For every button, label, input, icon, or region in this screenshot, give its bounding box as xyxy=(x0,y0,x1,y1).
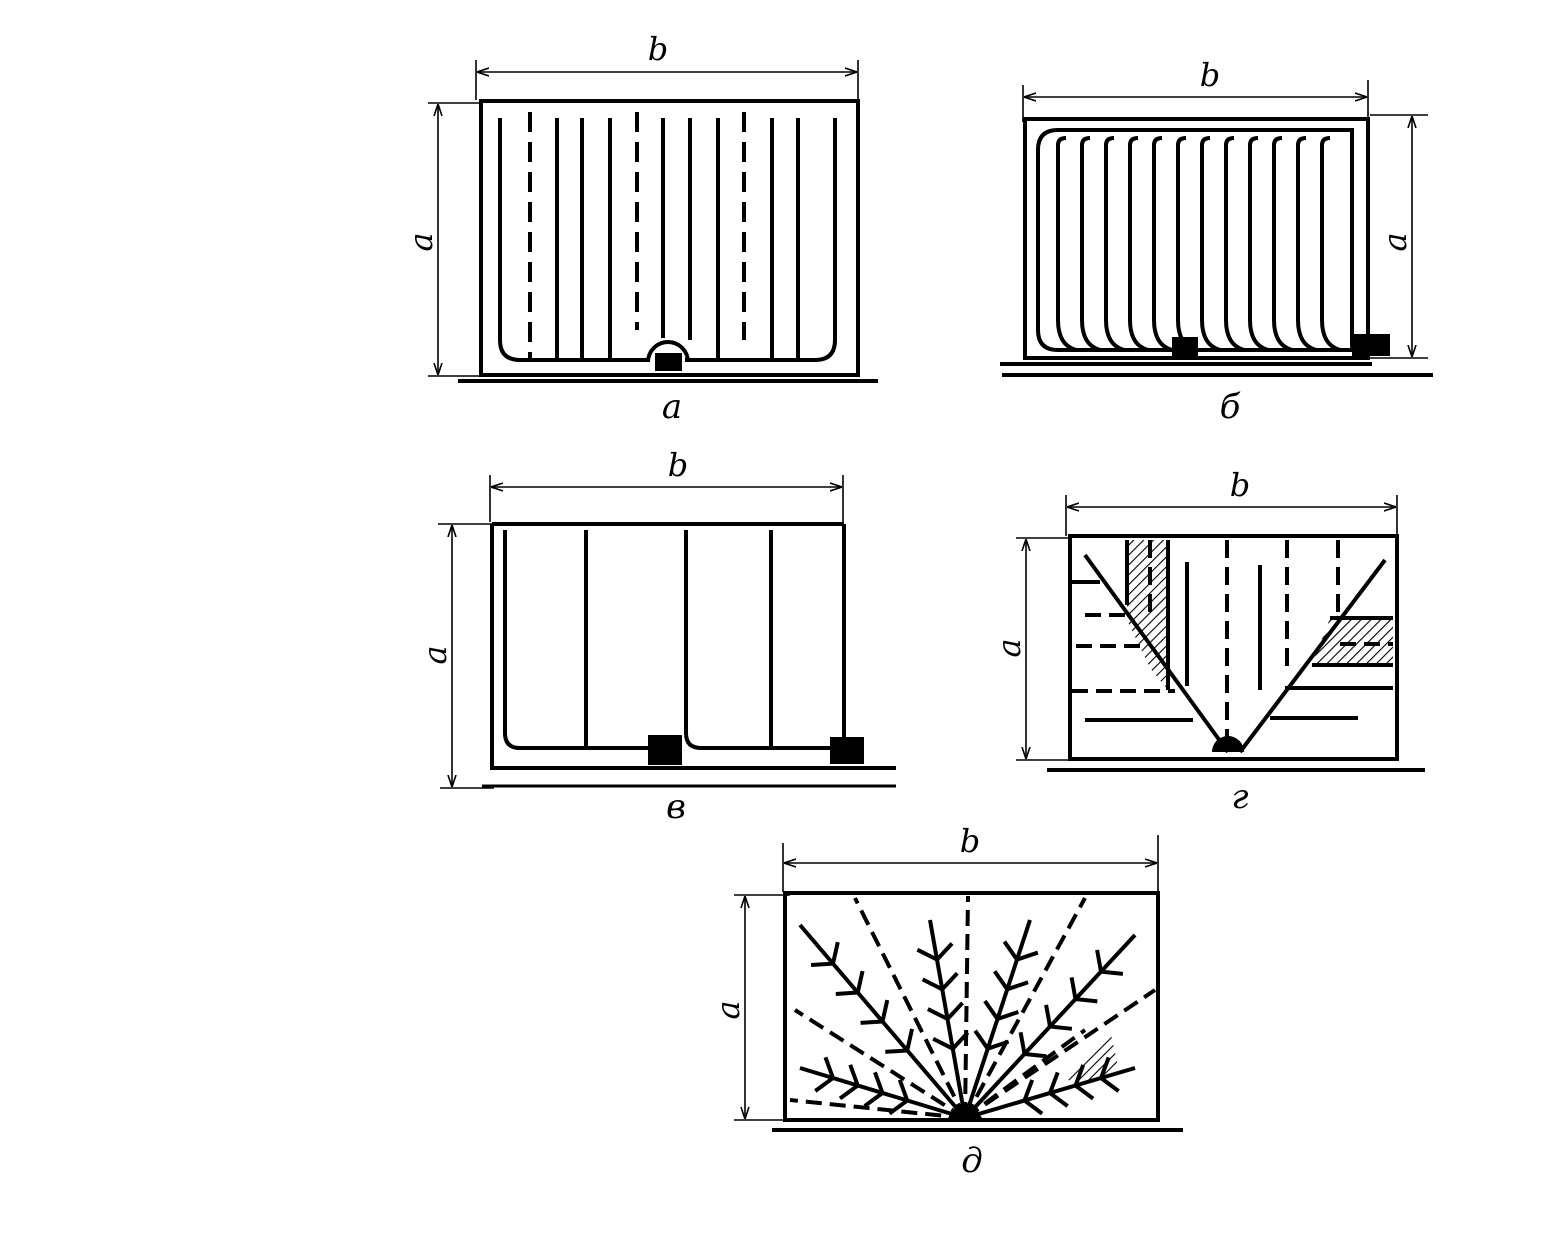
panel-a: b a xyxy=(402,30,878,427)
dimension-height-v xyxy=(438,523,494,789)
height-label-g: a xyxy=(990,638,1028,657)
dimension-width-a xyxy=(475,60,859,100)
width-label-a: b xyxy=(648,30,668,68)
dimension-height-g xyxy=(1016,537,1070,761)
width-label-g: b xyxy=(1230,466,1250,504)
dimension-height-b xyxy=(1370,114,1428,359)
panel-d: b a д xyxy=(709,822,1183,1181)
panel-b: b a б xyxy=(1000,56,1433,427)
height-label-a: a xyxy=(402,232,440,251)
box-v xyxy=(482,522,896,788)
width-label-v: b xyxy=(668,446,688,484)
dimension-width-b xyxy=(1022,80,1369,122)
width-label-d: b xyxy=(960,822,980,860)
height-label-v: a xyxy=(416,645,454,664)
box-b xyxy=(1000,117,1433,377)
dimension-height-a xyxy=(428,102,480,377)
panel-caption-b: б xyxy=(1220,387,1241,427)
box-d xyxy=(772,891,1183,1132)
dimension-width-d xyxy=(782,835,1159,892)
height-label-d: a xyxy=(709,1000,747,1019)
box-g xyxy=(1047,534,1425,772)
panel-caption-v: в xyxy=(666,787,686,827)
panel-v: b a в xyxy=(416,446,896,827)
panel-caption-g: г xyxy=(1231,777,1248,817)
dimension-height-d xyxy=(734,894,790,1121)
panel-caption-d: д xyxy=(961,1141,983,1181)
height-label-b: a xyxy=(1376,232,1414,251)
dimension-width-v xyxy=(489,475,844,522)
box-a xyxy=(458,99,878,383)
panel-g: b a xyxy=(990,466,1425,817)
width-label-b: b xyxy=(1200,56,1220,94)
dimension-width-g xyxy=(1065,495,1398,536)
panel-caption-a: а xyxy=(662,387,682,427)
